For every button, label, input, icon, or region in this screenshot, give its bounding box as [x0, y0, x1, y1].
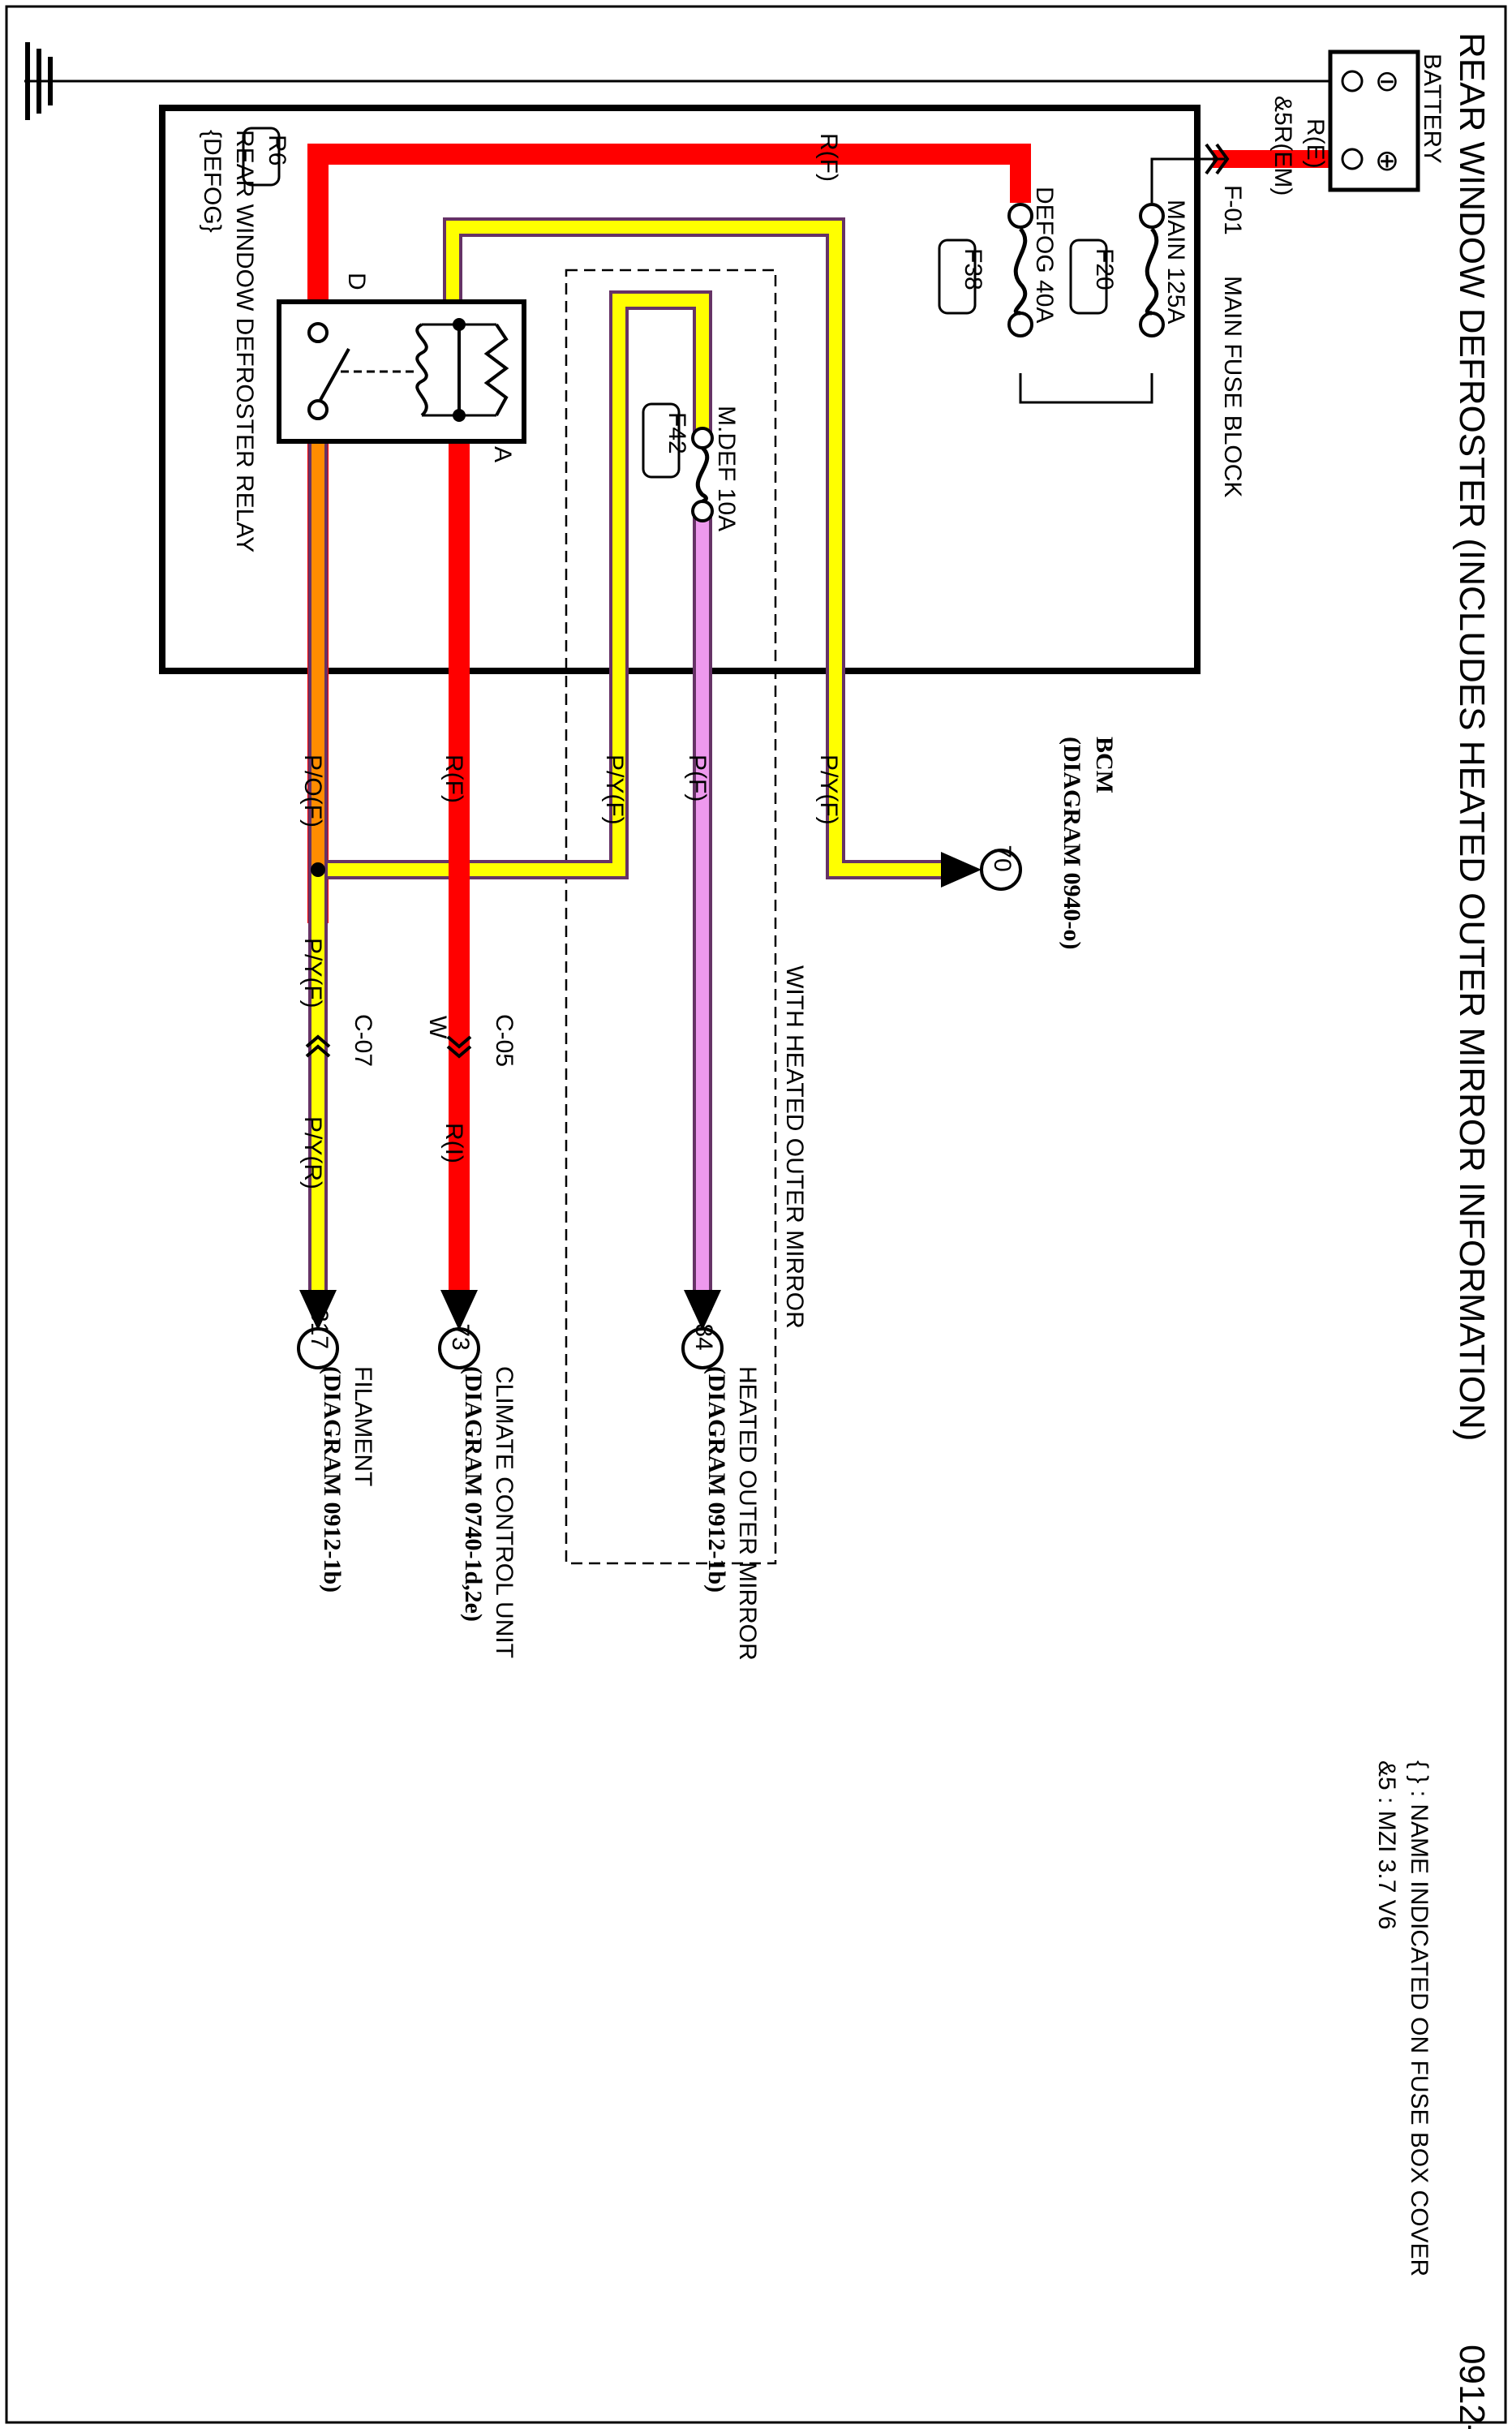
wire-label-py-mdef: P/Y(F) — [601, 754, 628, 825]
battery-wire-2: &5R(EM) — [1269, 96, 1296, 196]
relay-name: REAR WINDOW DEFROSTER RELAY — [231, 130, 258, 552]
badge-f42 — [642, 402, 681, 479]
battery-wire-1: R(E) — [1302, 118, 1329, 169]
target-ccu-name: CLIMATE CONTROL UNIT — [491, 1366, 518, 1658]
bcm-name: BCM — [1091, 737, 1118, 793]
target-mirror-name: HEATED OUTER MIRROR — [734, 1366, 761, 1661]
wire-py-mdef — [318, 290, 712, 879]
badge-f38 — [938, 239, 977, 315]
badge-f20 — [1069, 239, 1108, 315]
relay-alias: {DEFOG} — [199, 130, 226, 233]
legend-line-2: &5 : MZI 3.7 V6 — [1373, 1760, 1400, 1929]
fuse-mdef — [691, 427, 714, 522]
battery-label: BATTERY — [1419, 54, 1445, 164]
option-dashed-box — [565, 269, 777, 1565]
target-mirror-ref: (DIAGRAM 0912-1b) — [703, 1366, 730, 1593]
battery-pos: ⊕ — [1375, 144, 1399, 177]
arrow-ccu-icon — [438, 1290, 480, 1369]
page-title: REAR WINDOW DEFROSTER (INCLUDES HEATED O… — [1452, 32, 1492, 1441]
relay-id: R6 — [264, 135, 290, 165]
wire-py-bcm — [443, 217, 949, 879]
page-id: 0912-1a — [1452, 2345, 1492, 2429]
c07-id: C-07 — [350, 1014, 376, 1067]
target-ccu-ref: (DIAGRAM 0740-1d,2e) — [460, 1366, 487, 1622]
c05-id: C-05 — [491, 1014, 518, 1067]
c05-pin: W — [424, 1016, 451, 1039]
arrow-mirror-icon — [681, 1290, 724, 1369]
wire-label-py-lower: P/Y(F) — [299, 938, 326, 1008]
fuse-defog-rating: DEFOG 40A — [1031, 187, 1058, 323]
connector-c05-icon — [446, 1035, 472, 1059]
page-frame — [5, 5, 1507, 2424]
ground-icon — [24, 42, 1330, 120]
wire-top-red — [307, 144, 1031, 923]
target-mirror-num: 84 — [690, 1323, 717, 1350]
wire-label-p-mirror: P(F) — [684, 754, 711, 802]
wire-label-ri-ccu: R(I) — [440, 1123, 467, 1163]
battery-icon — [1328, 49, 1420, 192]
target-filament-ref: (DIAGRAM 0912-1b) — [319, 1366, 346, 1593]
badge-r6 — [242, 127, 281, 187]
target-filament-name: FILAMENT — [350, 1366, 376, 1486]
fuse-mdef-id: F42 — [664, 412, 690, 454]
arrow-filament-icon — [297, 1290, 339, 1369]
connector-f01-icon — [1205, 143, 1230, 175]
bcm-ref: (DIAGRAM 0940-o) — [1059, 737, 1085, 949]
wire-label-py-bcm: P/Y(F) — [815, 754, 842, 825]
fuse-main — [1139, 203, 1165, 337]
fuse-main-id: F20 — [1091, 248, 1118, 290]
fuse-block-connector: F-01 — [1219, 185, 1246, 235]
fuse-defog-id: F38 — [960, 248, 986, 290]
option-box-label: WITH HEATED OUTER MIRROR — [781, 965, 808, 1329]
wire-label-po-relay: P/O(F) — [299, 754, 326, 827]
wire-label-pyr-fil: P/Y(R) — [299, 1116, 326, 1189]
relay-pin-a: A — [489, 446, 516, 462]
wiring — [307, 144, 1334, 1310]
battery-neg: ⊖ — [1375, 64, 1399, 97]
fuse-main-rating: MAIN 125A — [1162, 200, 1189, 324]
target-ccu-num: 73 — [447, 1323, 474, 1350]
arrow-bcm-icon — [941, 849, 1022, 891]
legend-line-1: { } : NAME INDICATED ON FUSE BOX COVER — [1406, 1760, 1433, 2276]
fuse-defog — [1007, 203, 1033, 337]
connector-c07-icon — [305, 1034, 331, 1058]
fuse-block-border — [159, 105, 1201, 674]
relay-symbol — [277, 299, 526, 444]
splice-dot — [311, 862, 325, 877]
fuse-wiring — [1019, 157, 1225, 404]
wire-label-r-ccu: R(F) — [440, 754, 467, 803]
wire-label-top-red: R(F) — [815, 133, 842, 182]
relay-pin-d: D — [343, 273, 370, 290]
target-filament-num: 317 — [306, 1309, 333, 1349]
bcm-num: 70 — [989, 845, 1016, 871]
fuse-block-name: MAIN FUSE BLOCK — [1219, 276, 1246, 497]
fuse-mdef-rating: M.DEF 10A — [713, 406, 740, 531]
